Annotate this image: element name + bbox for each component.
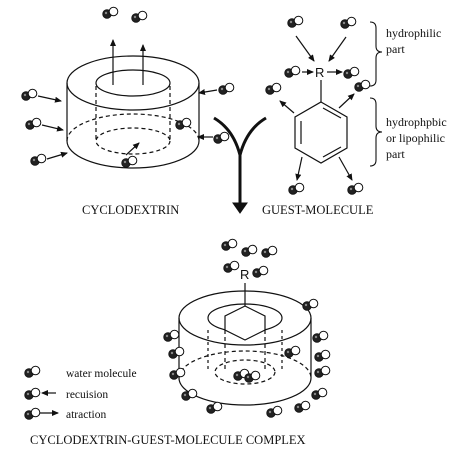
- hydrophilic-label: hydrophilic part: [386, 26, 444, 56]
- guest-molecule-label: GUEST-MOLECULE: [262, 203, 374, 217]
- legend-atraction-icon: [24, 407, 59, 420]
- complex-r-label: R: [240, 267, 249, 282]
- legend-water-icon: [24, 365, 41, 378]
- complex-label: CYCLODEXTRIN-GUEST-MOLECULE COMPLEX: [30, 433, 306, 447]
- cyclodextrin-label: CYCLODEXTRIN: [82, 203, 179, 217]
- legend-atraction-label: atraction: [66, 409, 106, 421]
- guest-water: [265, 15, 371, 195]
- cyclodextrin-arrows: [37, 89, 218, 160]
- complex-torus: [178, 283, 312, 406]
- legend-recuision-label: recuision: [66, 389, 108, 401]
- cyclodextrin-torus: [66, 39, 200, 169]
- legend-recuision-icon: [24, 387, 56, 400]
- braces: [369, 21, 383, 167]
- lipophilic-label: hydrophpbic or lipophilic part: [386, 115, 450, 161]
- legend-water-label: water molecule: [66, 368, 137, 380]
- legend: water molecule recuision atraction: [24, 365, 137, 421]
- cyclodextrin-water: [21, 6, 235, 168]
- merge-arrow: [213, 116, 267, 214]
- guest-molecule: [279, 35, 355, 181]
- r-group-label: R: [315, 65, 324, 80]
